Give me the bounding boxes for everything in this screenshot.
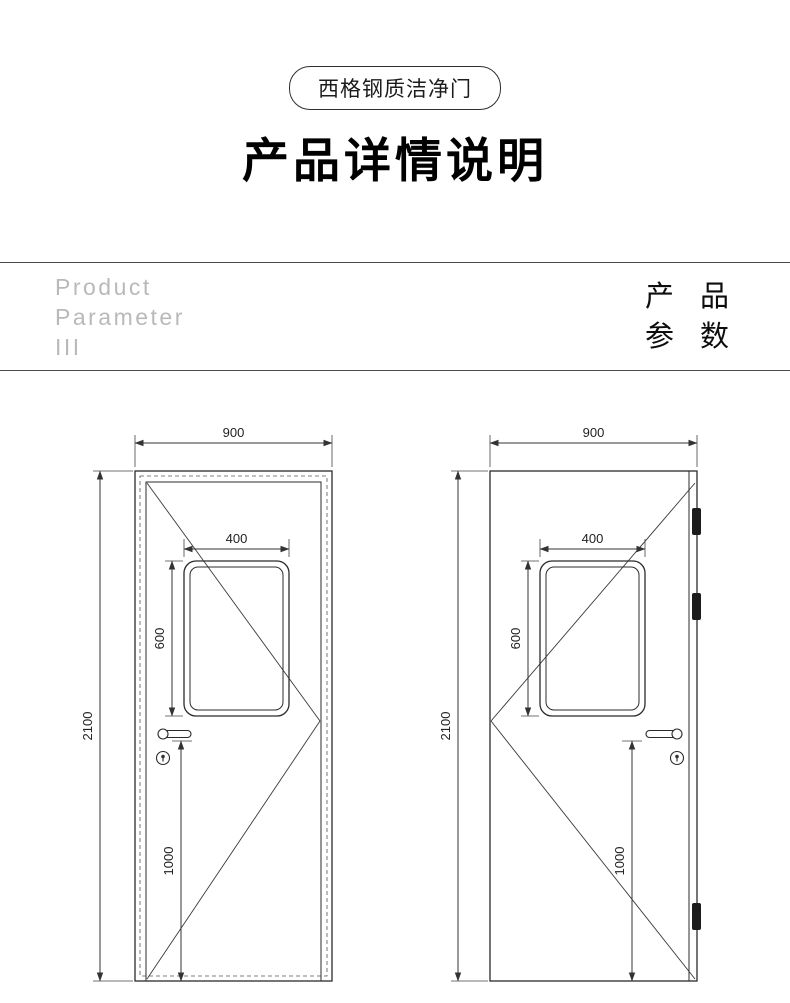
door-swing-line	[490, 482, 696, 722]
hinge-icon	[692, 593, 701, 620]
door-diagram-right: 900 2100 400	[438, 425, 701, 982]
door-leaf	[145, 481, 322, 982]
door-diagram-left: 900 2100 400 600	[80, 425, 333, 982]
section-title-en: Product Parameter III	[55, 272, 185, 362]
door-height-label: 2100	[438, 712, 453, 741]
door-width-label: 900	[223, 425, 245, 440]
door-swing-line	[146, 482, 321, 722]
handle-height-label: 1000	[161, 847, 176, 876]
brand-badge-label: 西格钢质洁净门	[318, 78, 472, 101]
window-width-label: 400	[226, 531, 248, 546]
window-width-label: 400	[582, 531, 604, 546]
hinge-icon	[692, 903, 701, 930]
door-technical-drawings: 900 2100 400 600	[80, 425, 701, 982]
door-height-label: 2100	[80, 712, 95, 741]
door-frame	[134, 470, 333, 982]
window-height-label: 600	[508, 628, 523, 650]
door-swing-line	[146, 720, 321, 980]
window-height-label: 600	[152, 628, 167, 650]
vision-window	[539, 560, 646, 717]
section-header: Product Parameter III 产 品 参 数	[0, 263, 790, 370]
divider-bottom	[0, 370, 790, 371]
door-handle-base-icon	[671, 728, 683, 740]
product-detail-page: 西格钢质洁净门 产品详情说明 Product Parameter III 产 品…	[0, 66, 790, 1003]
section-title-en-line2: Parameter	[55, 303, 185, 330]
door-width-label: 900	[583, 425, 605, 440]
hinge-icon	[692, 508, 701, 535]
vision-window-glass	[189, 566, 284, 711]
door-swing-line	[490, 720, 696, 980]
handle-height-label: 1000	[612, 847, 627, 876]
page-title: 产品详情说明	[242, 134, 548, 187]
door-leaf	[489, 470, 698, 982]
brand-badge: 西格钢质洁净门	[289, 66, 501, 110]
divider-top	[0, 262, 790, 263]
section-title-en-line3: III	[55, 333, 82, 360]
section-title-en-line1: Product	[55, 273, 152, 300]
vision-window-glass	[545, 566, 640, 711]
section-title-cn: 产 品 参 数	[645, 277, 738, 357]
section-title-cn-line1: 产 品	[644, 280, 738, 313]
vision-window	[183, 560, 290, 717]
section-title-cn-line2: 参 数	[644, 320, 738, 353]
door-handle-base-icon	[157, 728, 169, 740]
door-frame-dashed	[139, 475, 328, 977]
